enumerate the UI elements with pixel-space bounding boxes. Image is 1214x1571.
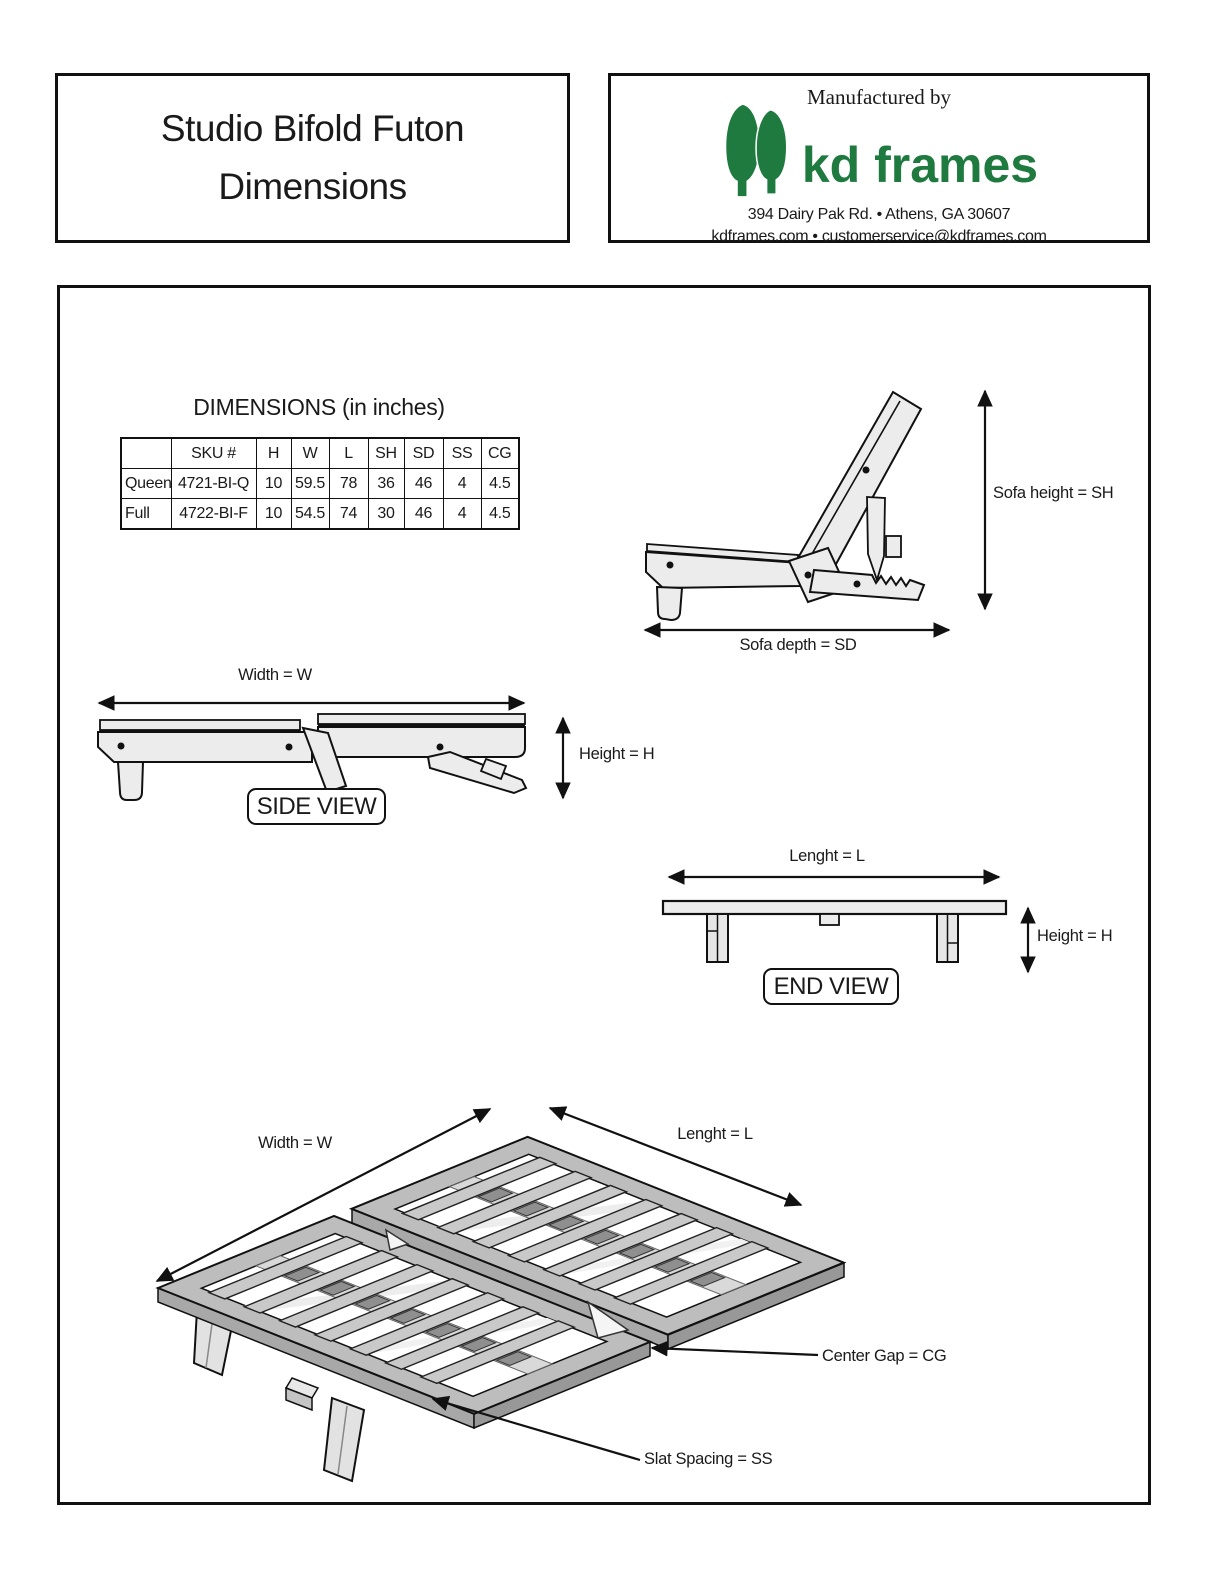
col-l: L — [328, 437, 369, 469]
table-header-row: SKU # H W L SH SD SS CG — [120, 437, 520, 469]
product-title-line2: Dimensions — [218, 166, 407, 207]
col-blank — [120, 437, 172, 469]
cell: 10 — [255, 468, 292, 499]
slat-spacing-leader-arrow — [431, 1395, 641, 1462]
table-row-full: Full 4722-BI-F 10 54.5 74 30 46 4 4.5 — [120, 498, 520, 530]
cell: 46 — [403, 468, 444, 499]
cell: 4.5 — [480, 468, 520, 499]
side-view-diagram — [97, 695, 571, 801]
dimensions-table: SKU # H W L SH SD SS CG Queen 4721-BI-Q … — [120, 437, 520, 530]
product-title-line1: Studio Bifold Futon — [160, 108, 465, 149]
brand-wordmark: kd frames — [801, 137, 1039, 193]
cell: 30 — [367, 498, 405, 530]
end-view-diagram — [661, 869, 1036, 974]
cell: 78 — [328, 468, 369, 499]
manufacturer-box: Manufactured by kd frames 394 Dairy Pak … — [608, 73, 1150, 245]
end-view-badge: END VIEW — [763, 968, 899, 1005]
brand-contact: kdframes.com • customerservice@kdframes.… — [711, 227, 1047, 245]
table-row-queen: Queen 4721-BI-Q 10 59.5 78 36 46 4 4.5 — [120, 468, 520, 499]
end-height-label: Height = H — [1037, 927, 1113, 945]
manufactured-by-label: Manufactured by — [806, 85, 952, 109]
cell: Full — [120, 498, 172, 530]
col-ss: SS — [442, 437, 482, 469]
sofa-depth-label: Sofa depth = SD — [739, 636, 857, 654]
cell: 54.5 — [290, 498, 330, 530]
center-gap-leader-arrow — [650, 1340, 819, 1357]
center-gap-label: Center Gap = CG — [822, 1347, 947, 1365]
cell: 74 — [328, 498, 369, 530]
cell: 4.5 — [480, 498, 520, 530]
col-w: W — [290, 437, 330, 469]
cell: 4722-BI-F — [170, 498, 257, 530]
cell: 10 — [255, 498, 292, 530]
end-length-label: Lenght = L — [789, 847, 865, 865]
col-cg: CG — [480, 437, 520, 469]
side-view-badge: SIDE VIEW — [247, 788, 386, 825]
cell: 46 — [403, 498, 444, 530]
col-sd: SD — [403, 437, 444, 469]
iso-length-arrow — [548, 1106, 803, 1207]
dimensions-table-title: DIMENSIONS (in inches) — [193, 394, 445, 420]
cell: 59.5 — [290, 468, 330, 499]
isometric-bottom-diagram — [155, 1106, 846, 1483]
cell: 36 — [367, 468, 405, 499]
cell: Queen — [120, 468, 172, 499]
product-title-box: Studio Bifold Futon Dimensions — [55, 73, 570, 243]
col-sku: SKU # — [170, 437, 257, 469]
sofa-position-diagram — [643, 389, 993, 638]
iso-width-arrow — [155, 1108, 492, 1282]
col-sh: SH — [367, 437, 405, 469]
trees-logo-icon — [720, 103, 794, 204]
iso-length-label: Lenght = L — [677, 1125, 753, 1143]
cell: 4721-BI-Q — [170, 468, 257, 499]
iso-width-label: Width = W — [258, 1134, 332, 1152]
sofa-height-label: Sofa height = SH — [993, 484, 1114, 502]
cell: 4 — [442, 468, 482, 499]
brand-address: 394 Dairy Pak Rd. • Athens, GA 30607 — [747, 206, 1011, 223]
brand-logo-row: kd frames — [720, 104, 1039, 204]
side-height-label: Height = H — [579, 745, 655, 763]
slat-spacing-label: Slat Spacing = SS — [644, 1450, 773, 1468]
cell: 4 — [442, 498, 482, 530]
col-h: H — [255, 437, 292, 469]
side-width-label: Width = W — [238, 666, 312, 684]
